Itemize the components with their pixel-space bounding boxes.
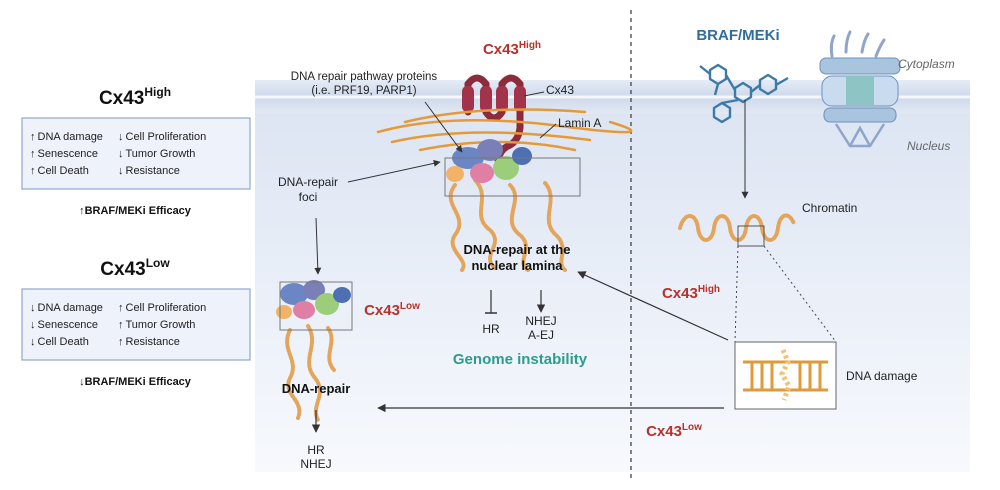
high-effect-left-item: ↑Senescence: [30, 148, 98, 160]
zoom-line-right: [763, 245, 837, 343]
left-high-effects-box: [21, 117, 251, 190]
lamin-a-pointer: [539, 123, 557, 139]
dna-damage-label: DNA damage: [846, 369, 918, 383]
middle-cx43-high-label: Cx43High: [483, 40, 541, 58]
foci-to-lamina-arrow: [347, 159, 441, 183]
low-effect-right-item: ↑Cell Proliferation: [118, 302, 206, 314]
damage-to-lamina-arrow: [577, 271, 729, 341]
low-chromatin: [285, 324, 336, 422]
left-low-effects-box: [21, 288, 251, 361]
dna-repair-label: DNA-repair: [282, 381, 351, 396]
pathway-proteins-label: DNA repair pathway proteins(i.e. PRF19, …: [291, 71, 438, 97]
high-effect-left-item: ↑Cell Death: [30, 165, 89, 177]
chromatin-label: Chromatin: [802, 201, 857, 215]
low-effect-left-item: ↓Cell Death: [30, 336, 89, 348]
nuclear-pore-complex: [819, 30, 901, 148]
right-cx43-high-label: Cx43High: [662, 284, 720, 302]
low-foci-box: [279, 281, 353, 331]
right-cx43-low-label: Cx43Low: [646, 422, 702, 440]
high-effect-right-item: ↓Tumor Growth: [118, 148, 195, 160]
high-effect-right-item: ↓Resistance: [118, 165, 180, 177]
lamin-a-label: Lamin A: [558, 116, 601, 130]
chromatin-zoom-box: [737, 225, 765, 247]
braf-meki-molecule: [699, 63, 789, 124]
left-high-efficacy: ↑BRAF/MEKi Efficacy: [79, 205, 192, 217]
nucleus-label: Nucleus: [907, 139, 950, 153]
zoom-line-left: [734, 245, 739, 343]
low-effect-right-item: ↑Resistance: [118, 336, 180, 348]
genome-instability-label: Genome instability: [453, 351, 588, 368]
low-effect-right-item: ↑Tumor Growth: [118, 319, 195, 331]
cx43-pointer: [523, 91, 545, 97]
left-low-efficacy: ↓BRAF/MEKi Efficacy: [79, 376, 192, 388]
lamina-chromatin: [448, 178, 567, 272]
repair-protein-cluster-low: [276, 280, 351, 319]
high-effect-right-item: ↓Cell Proliferation: [118, 131, 206, 143]
pathway-proteins-pointer: [424, 101, 463, 153]
lamina-foci-box: [444, 157, 581, 197]
middle-cx43-low-label: Cx43Low: [364, 301, 420, 319]
damaged-dna-ladder: [743, 349, 828, 401]
left-low-title: Cx43Low: [100, 256, 170, 280]
low-effect-left-item: ↓Senescence: [30, 319, 98, 331]
drug-label: BRAF/MEKi: [696, 27, 779, 44]
cx43-label: Cx43: [546, 83, 574, 97]
low-effect-left-item: ↓DNA damage: [30, 302, 103, 314]
nucleus-region: [255, 112, 970, 472]
cx43-protein: [462, 74, 526, 164]
high-effect-left-item: ↑DNA damage: [30, 131, 103, 143]
cytoplasm-label: Cytoplasm: [898, 57, 955, 71]
left-high-title: Cx43High: [99, 85, 171, 109]
foci-to-cluster-arrow: [314, 217, 322, 275]
hr-label: HR: [482, 322, 500, 336]
